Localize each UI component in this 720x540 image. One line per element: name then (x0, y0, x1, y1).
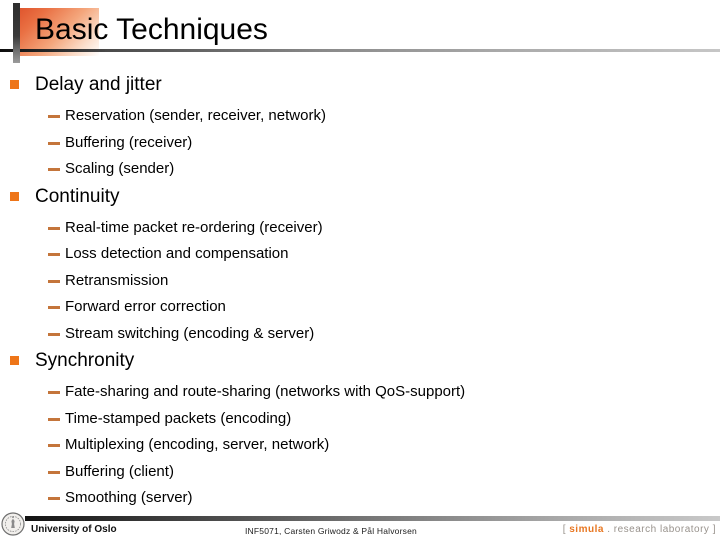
title-accent-bar (13, 3, 20, 63)
section-heading: Delay and jitter (0, 73, 720, 103)
simula-descriptor: research laboratory (613, 524, 710, 535)
list-item-text: Smoothing (server) (65, 489, 193, 506)
list-item-text: Retransmission (65, 271, 169, 289)
list-item: Buffering (receiver) (0, 130, 720, 157)
list-item: Stream switching (encoding & server) (0, 321, 720, 348)
section-heading-text: Continuity (35, 185, 120, 207)
section-heading-text: Synchronity (35, 350, 135, 371)
dash-bullet-icon (48, 168, 60, 171)
course-credit-text: INF5071, Carsten Griwodz & Pål Halvorsen (245, 526, 417, 536)
list-item-text: Fate-sharing and route-sharing (networks… (65, 383, 466, 400)
dash-bullet-icon (48, 226, 60, 230)
list-item-text: Multiplexing (encoding, server, network) (65, 436, 330, 453)
bullet-section: Continuity Real-time packet re-ordering … (0, 185, 720, 348)
bullet-section: Delay and jitter Reservation (sender, re… (0, 73, 720, 183)
list-item: Reservation (sender, receiver, network) (0, 103, 720, 130)
list-item: Real-time packet re-ordering (receiver) (0, 215, 720, 242)
list-item-text: Scaling (sender) (65, 160, 175, 177)
sub-item-list: Real-time packet re-ordering (receiver) … (0, 215, 720, 348)
dash-bullet-icon (48, 279, 60, 283)
list-item: Scaling (sender) (0, 156, 720, 183)
simula-separator: . (607, 524, 611, 535)
bullet-section: Synchronity Fate-sharing and route-shari… (0, 349, 720, 512)
sub-item-list: Reservation (sender, receiver, network) … (0, 103, 720, 183)
dash-bullet-icon (48, 391, 60, 394)
list-item-text: Real-time packet re-ordering (receiver) (65, 218, 323, 236)
slide-title: Basic Techniques (35, 13, 268, 46)
list-item-text: Loss detection and compensation (65, 245, 289, 262)
dash-bullet-icon (48, 253, 60, 256)
dash-bullet-icon (48, 470, 60, 474)
dash-bullet-icon (48, 444, 60, 447)
list-item: Loss detection and compensation (0, 241, 720, 268)
list-item-text: Forward error correction (65, 298, 226, 315)
list-item: Fate-sharing and route-sharing (networks… (0, 379, 720, 406)
simula-open-bracket: [ (562, 524, 566, 535)
list-item: Forward error correction (0, 294, 720, 321)
list-item: Multiplexing (encoding, server, network) (0, 432, 720, 459)
list-item: Buffering (client) (0, 459, 720, 486)
university-name: University of Oslo (31, 524, 117, 535)
dash-bullet-icon (48, 417, 60, 421)
footer-rule (25, 516, 720, 521)
sub-item-list: Fate-sharing and route-sharing (networks… (0, 379, 720, 512)
simula-logo: [ simula . research laboratory ] (563, 524, 716, 535)
dash-bullet-icon (48, 332, 60, 336)
list-item-text: Buffering (receiver) (65, 133, 193, 151)
list-item-text: Buffering (client) (65, 462, 174, 480)
simula-name: simula (569, 524, 604, 535)
university-of-oslo-seal-icon (1, 512, 25, 536)
list-item: Smoothing (server) (0, 485, 720, 512)
section-heading-text: Delay and jitter (35, 74, 162, 95)
title-underline-rule (0, 49, 720, 52)
dash-bullet-icon (48, 141, 60, 145)
dash-bullet-icon (48, 306, 60, 309)
list-item: Time-stamped packets (encoding) (0, 406, 720, 433)
section-heading: Continuity (0, 185, 720, 215)
square-bullet-icon (10, 356, 19, 365)
dash-bullet-icon (48, 115, 60, 118)
dash-bullet-icon (48, 497, 60, 500)
title-accent-gradient (13, 8, 99, 56)
list-item-text: Stream switching (encoding & server) (65, 324, 315, 342)
slide-content: Delay and jitter Reservation (sender, re… (0, 73, 720, 514)
square-bullet-icon (10, 191, 19, 201)
square-bullet-icon (10, 80, 19, 89)
section-heading: Synchronity (0, 349, 720, 379)
list-item-text: Time-stamped packets (encoding) (65, 409, 292, 427)
simula-close-bracket: ] (712, 524, 716, 535)
list-item: Retransmission (0, 268, 720, 295)
list-item-text: Reservation (sender, receiver, network) (65, 107, 326, 124)
